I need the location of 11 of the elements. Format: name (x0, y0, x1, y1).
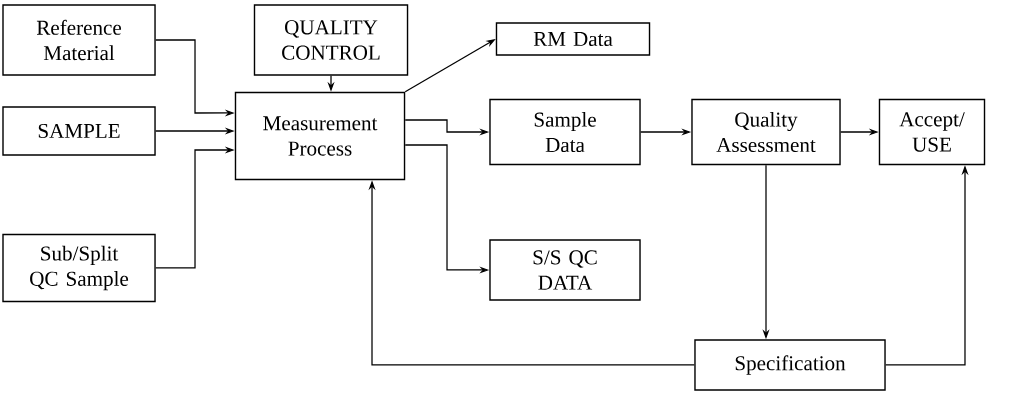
process-box: Sample Data (489, 98, 641, 166)
process-box: Reference Material (2, 4, 156, 76)
process-box: Sub/Split QC Sample (2, 233, 156, 303)
process-box: RM Data (495, 22, 651, 56)
process-box: Accept/ USE (878, 98, 986, 166)
process-box: Measurement Process (234, 91, 406, 181)
process-box: Quality Assessment (691, 98, 841, 166)
process-box: S/S QC DATA (489, 239, 641, 301)
process-box: Specification (694, 339, 886, 391)
process-box: QUALITY CONTROL (253, 4, 409, 76)
process-box: SAMPLE (2, 106, 156, 156)
